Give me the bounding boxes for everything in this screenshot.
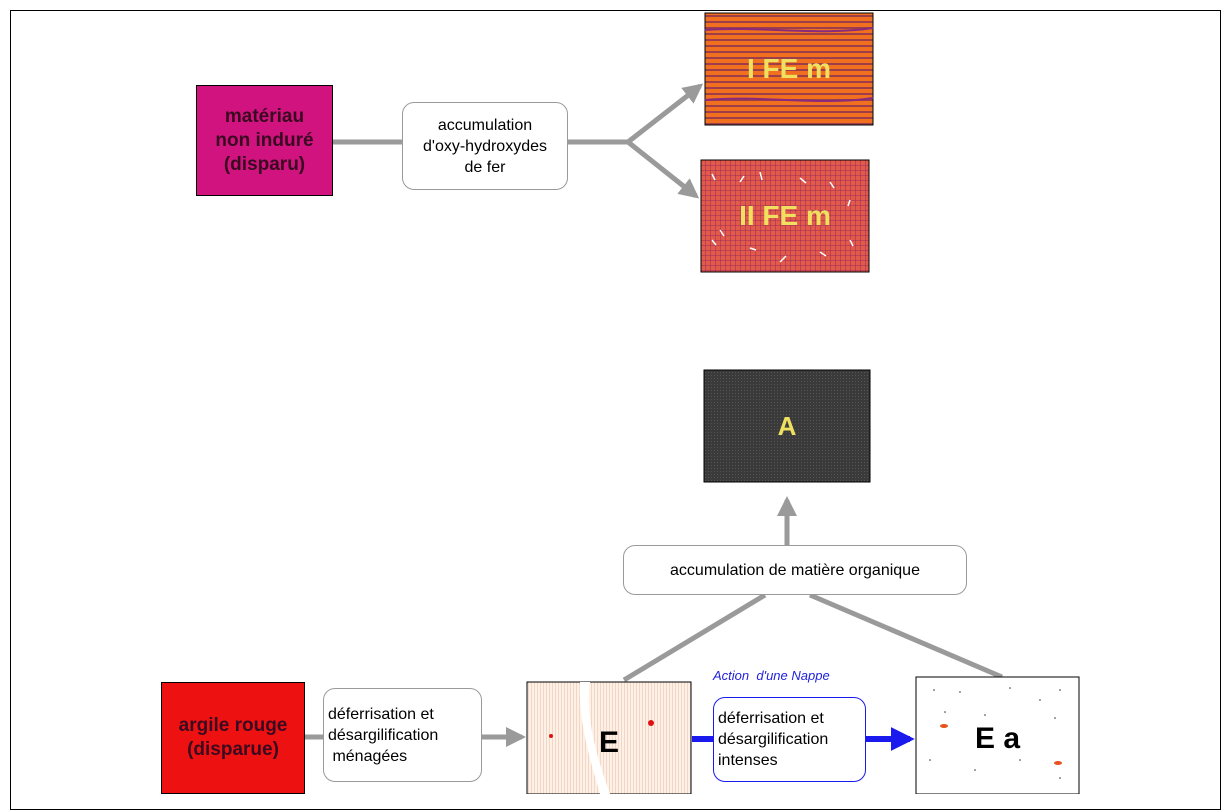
connector-ea-to-junction — [809, 592, 1003, 680]
tile-ea-orange-spot — [940, 724, 948, 728]
tile-i-fe-m-veins — [704, 27, 874, 103]
tile-label: II FE m — [739, 200, 831, 231]
source-line: (disparu) — [223, 153, 306, 175]
tile-label: I FE m — [746, 53, 831, 84]
process-line: accumulation — [437, 116, 533, 134]
process-line: intenses — [718, 752, 778, 769]
process-deferrisation-intense: déferrisation et désargilification inten… — [713, 697, 866, 782]
process-iron-accumulation: accumulation d'oxy-hydroxydes de fer — [402, 102, 568, 190]
process-line: ménagées — [328, 747, 408, 765]
process-deferrisation-moderate: déferrisation et désargilification ménag… — [323, 688, 482, 782]
process-line: accumulation de matière organique — [670, 561, 920, 579]
process-line: déferrisation et — [328, 705, 434, 723]
tile-e-crack — [579, 682, 610, 794]
tile-e-red-spot — [648, 720, 654, 726]
tile-a: A — [704, 370, 870, 482]
source-line: non induré — [215, 129, 314, 151]
arrow-to-ii-fe-m — [626, 140, 700, 199]
process-line: désargilification — [328, 726, 439, 744]
source-line: argile rouge — [178, 715, 288, 736]
process-line: déferrisation et — [718, 710, 824, 727]
arrow-to-i-fe-m — [626, 83, 704, 144]
source-line: (disparue) — [187, 739, 279, 760]
tile-i-fe-m: I FE m — [705, 13, 873, 125]
tile-label: E — [598, 726, 619, 759]
process-organic-accumulation: accumulation de matière organique — [623, 545, 967, 595]
tile-ii-fe-m: II FE m — [701, 160, 869, 272]
tile-ea: E a — [916, 677, 1079, 794]
tile-a-texture — [703, 369, 871, 483]
connector-e-to-junction — [622, 592, 767, 683]
action-nappe-label: Action d'une Nappe — [713, 668, 830, 683]
source-material-box: matériau non induré (disparu) — [196, 85, 333, 196]
process-line: d'oxy-hydroxydes — [423, 137, 547, 155]
tile-e-texture — [526, 681, 692, 794]
tile-e: E — [527, 682, 691, 794]
tile-ea-orange-spot — [1054, 761, 1062, 765]
tile-label: A — [777, 410, 797, 441]
tile-ea-dots — [929, 687, 1061, 779]
tile-label: E a — [974, 721, 1021, 755]
tile-ea-texture — [915, 676, 1080, 794]
tile-ii-fe-m-flecks — [711, 171, 854, 263]
tile-ii-fe-m-texture — [700, 159, 870, 273]
process-line: de fer — [464, 158, 506, 176]
source-argile-box: argile rouge (disparue) — [161, 682, 305, 794]
tile-e-red-spot — [549, 734, 553, 738]
process-line: désargilification — [718, 731, 829, 748]
source-line: matériau — [224, 105, 305, 127]
